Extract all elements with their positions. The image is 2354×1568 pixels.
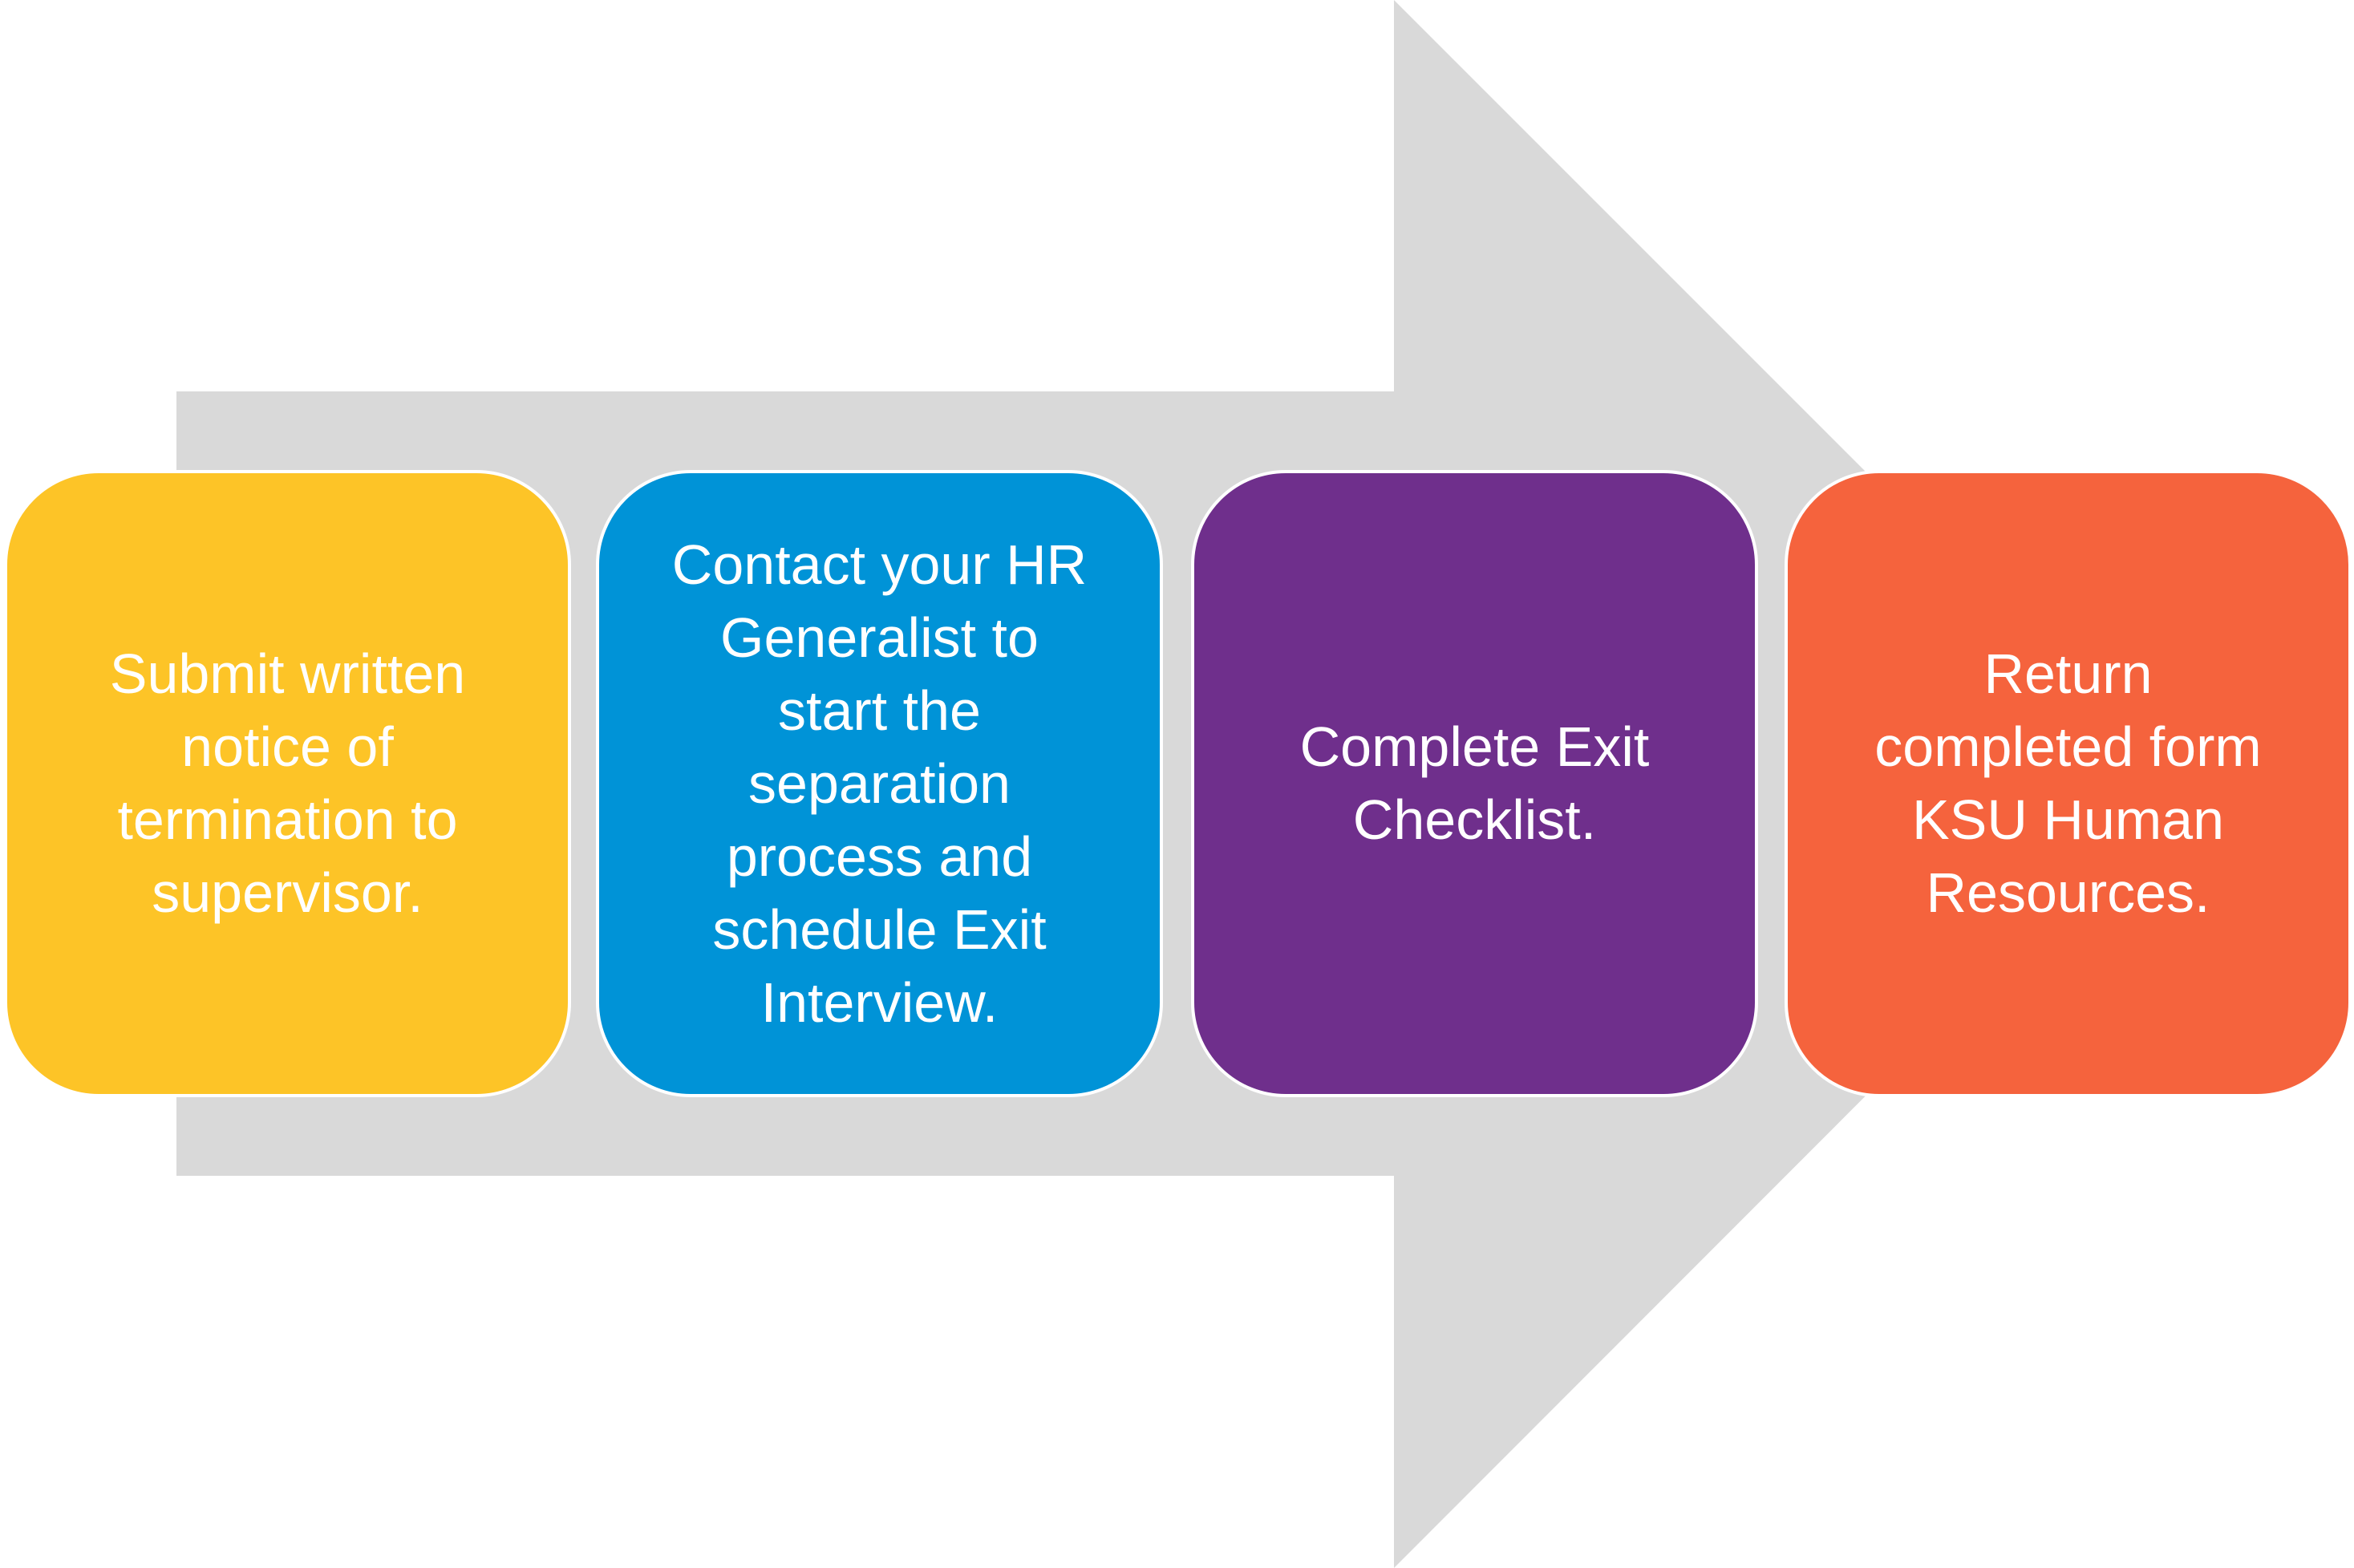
step-1-text: Submit written notice of termination to …: [109, 642, 466, 924]
step-3-box: Complete Exit Checklist.: [1191, 470, 1758, 1097]
step-3-text: Complete Exit Checklist.: [1299, 715, 1650, 851]
step-2-text: Contact your HR Generalist to start the …: [671, 533, 1088, 1034]
arrow-shape: [176, 0, 2178, 1568]
step-4-text: Return completed form KSU Human Resource…: [1874, 642, 2262, 924]
step-2-box: Contact your HR Generalist to start the …: [596, 470, 1163, 1097]
step-1-box: Submit written notice of termination to …: [4, 470, 571, 1097]
step-4-box: Return completed form KSU Human Resource…: [1785, 470, 2352, 1097]
